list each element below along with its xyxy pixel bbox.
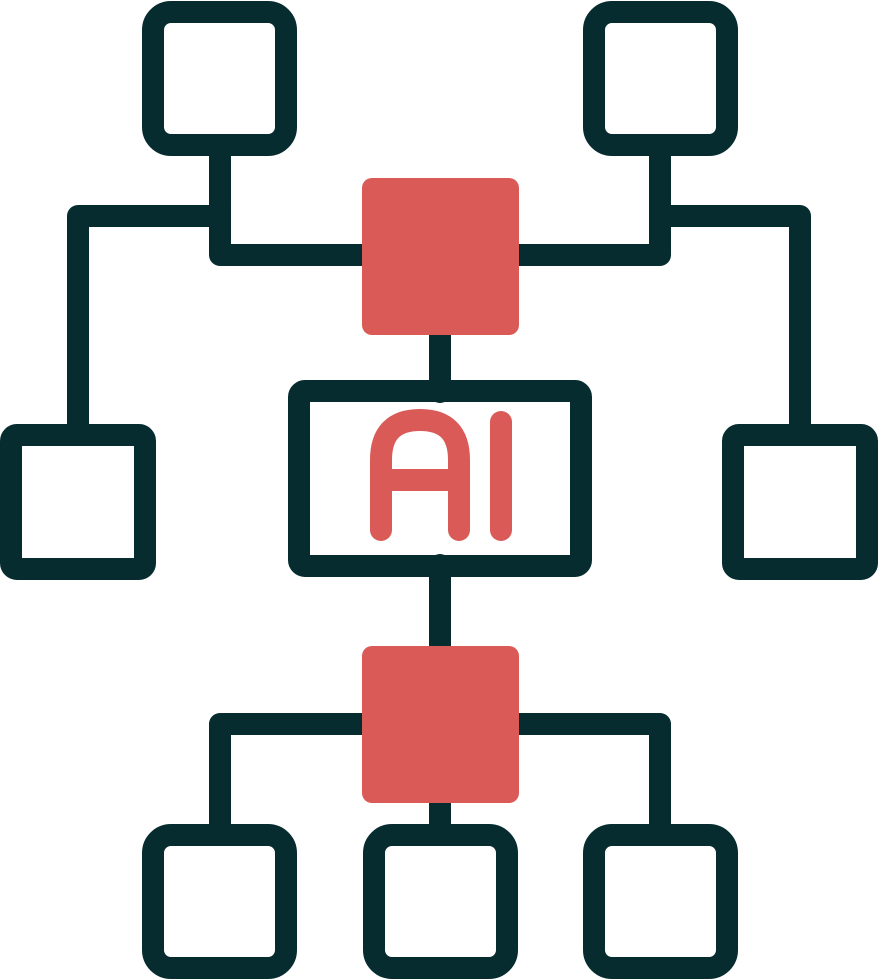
node-bottom-left <box>142 824 297 979</box>
ai-box <box>288 380 592 577</box>
hub-nodes <box>362 178 519 803</box>
ai-letter-a <box>370 409 470 541</box>
node-bottom-right <box>583 824 738 979</box>
node-top-left <box>142 1 297 156</box>
node-top-right <box>583 1 738 156</box>
node-left <box>0 424 156 580</box>
connector-bottom-hub-to-bottom-right <box>504 713 671 846</box>
node-bottom-center <box>363 824 518 979</box>
connector-top-right-to-top-hub <box>504 134 671 266</box>
connector-bottom-hub-to-bottom-left <box>209 713 376 846</box>
connector-top-left-to-top-hub <box>209 134 376 266</box>
hub-node-bottom <box>362 646 519 803</box>
ai-label <box>370 409 512 541</box>
node-right <box>722 424 878 580</box>
connector-lines <box>67 134 811 846</box>
hub-node-top <box>362 178 519 335</box>
connector-right-branch <box>649 205 811 441</box>
connector-left-branch <box>67 205 231 441</box>
